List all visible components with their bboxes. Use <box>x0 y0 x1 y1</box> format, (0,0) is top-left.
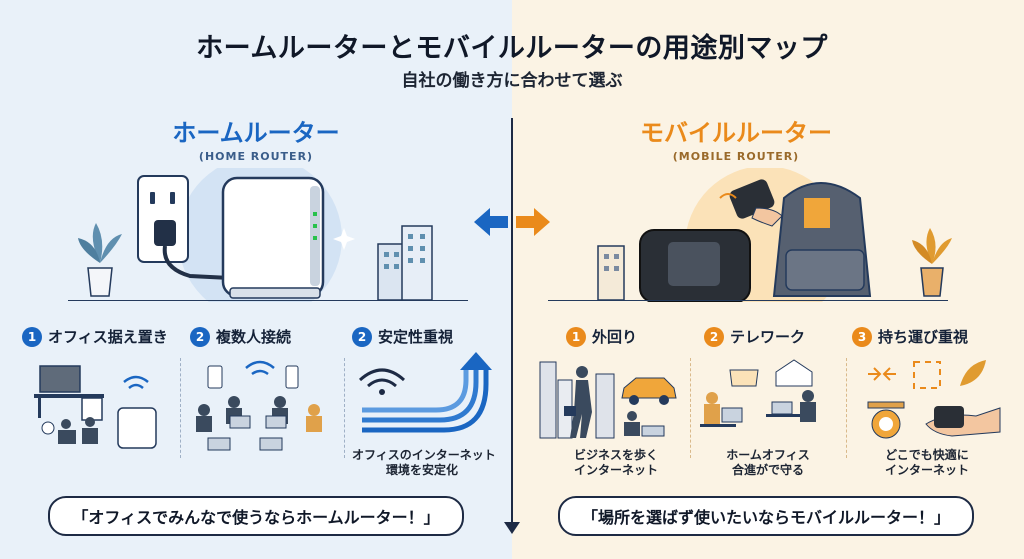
caption-line: インターネット <box>884 463 969 477</box>
feature-separator <box>690 358 691 458</box>
arrow-left-icon <box>474 208 508 236</box>
city-buildings-icon <box>377 225 433 301</box>
mobile-ground-line <box>548 300 948 301</box>
arrow-right-icon <box>516 208 550 236</box>
feature-separator <box>180 358 181 458</box>
mobile-outside-caption: ビジネスを歩く インターネット <box>556 448 676 478</box>
caption-line: 合進がで守る <box>731 463 804 477</box>
hand-holding-router-icon <box>729 179 783 227</box>
portability-illustration <box>867 360 1001 439</box>
mobile-router-device-icon <box>639 229 751 302</box>
city-buildings-icon <box>597 245 625 301</box>
outlet-icon <box>137 175 231 280</box>
mobile-telework-caption: ホームオフィス 合進がで守る <box>708 448 828 478</box>
center-divider <box>511 118 513 528</box>
caption-line: 環境を安定化 <box>385 463 458 477</box>
mobile-portable-caption: どこでも快適に インターネット <box>862 448 992 478</box>
home-router-illustration <box>78 168 433 302</box>
telework-illustration <box>700 359 816 427</box>
caption-line: ビジネスを歩く <box>573 448 658 462</box>
home-router-device-icon <box>221 176 325 299</box>
office-desk-illustration <box>34 365 157 449</box>
feature-separator <box>344 358 345 458</box>
home-feature-label: 複数人接続 <box>216 328 292 346</box>
mobile-feature-label: 持ち運び重視 <box>878 328 969 346</box>
mobile-feature-label: テレワーク <box>730 328 806 346</box>
feature-number-badge: 3 <box>852 326 872 347</box>
mobile-router-subheading: (MOBILE ROUTER) <box>672 150 800 163</box>
caption-line: オフィスのインターネット <box>352 448 496 462</box>
mobile-recommendation-bubble: 「場所を選ばず使いたいならモバイルルーター！」 <box>558 496 974 536</box>
home-recommendation-bubble: 「オフィスでみんなで使うならホームルーター！」 <box>48 496 464 536</box>
home-feature-2: 2 複数人接続 <box>190 326 291 347</box>
plant-icon <box>912 228 952 297</box>
home-stability-caption: オフィスのインターネット 環境を安定化 <box>352 448 496 478</box>
stability-signal-illustration <box>358 352 492 433</box>
mobile-feature-label: 外回り <box>592 328 638 346</box>
page-title: ホームルーターとモバイルルーターの用途別マップ <box>196 33 828 64</box>
mobile-router-illustration <box>597 168 952 302</box>
feature-number-badge: 1 <box>22 326 42 347</box>
feature-number-badge: 2 <box>704 326 724 347</box>
mobile-feature-3: 3 持ち運び重視 <box>852 326 968 347</box>
divider-arrow-icon <box>504 522 520 534</box>
multi-user-illustration <box>196 360 322 451</box>
feature-separator <box>846 358 847 458</box>
plant-icon <box>78 223 122 297</box>
home-router-subheading: (HOME ROUTER) <box>198 150 314 163</box>
feature-number-badge: 1 <box>566 326 586 347</box>
feature-number-badge: 2 <box>190 326 210 347</box>
home-feature-label: オフィス据え置き <box>48 328 168 346</box>
home-router-heading: ホームルーター <box>172 119 340 147</box>
caption-line: どこでも快適に <box>885 448 969 462</box>
home-ground-line <box>68 300 468 301</box>
mobile-feature-2: 2 テレワーク <box>704 326 805 347</box>
mobile-router-heading: モバイルルーター <box>640 119 832 147</box>
caption-line: ホームオフィス <box>726 448 810 462</box>
home-feature-1: 1 オフィス据え置き <box>22 326 168 347</box>
mobile-feature-1: 1 外回り <box>566 326 637 347</box>
outside-work-illustration <box>539 361 677 439</box>
caption-line: インターネット <box>573 463 658 477</box>
feature-number-badge: 2 <box>352 326 372 347</box>
home-feature-3: 2 安定性重視 <box>352 326 453 347</box>
home-feature-label: 安定性重視 <box>378 328 454 346</box>
page-subtitle: 自社の働き方に合わせて選ぶ <box>401 71 623 91</box>
backpack-icon <box>772 182 872 297</box>
